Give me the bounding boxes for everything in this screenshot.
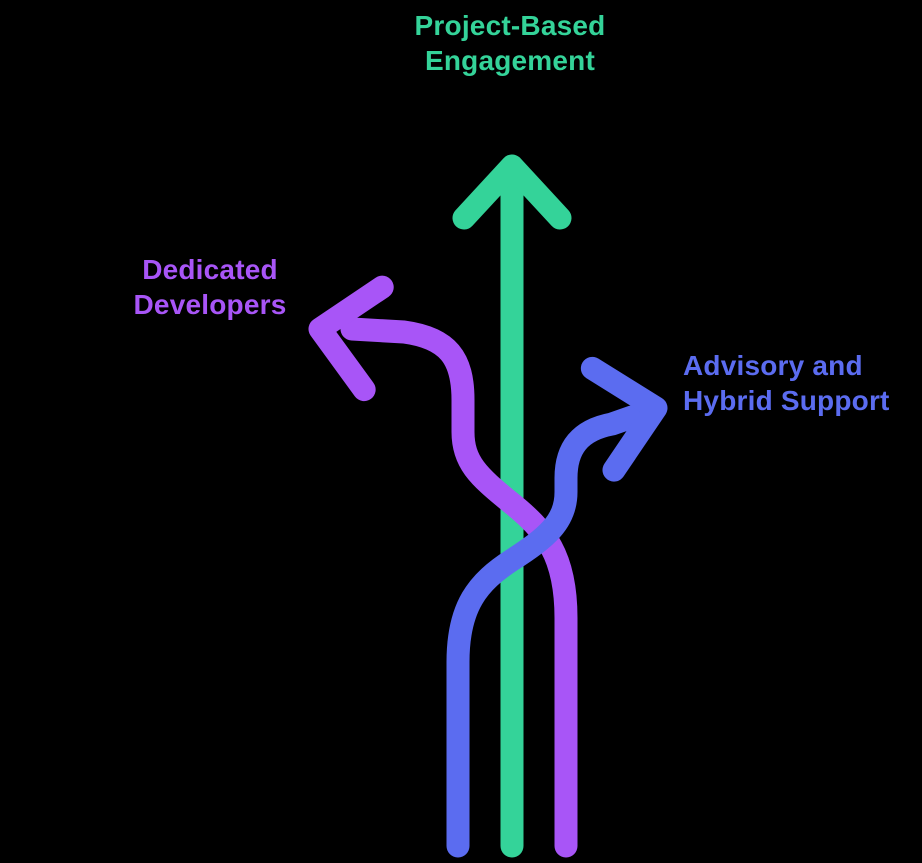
blue-arrow-shaft <box>446 405 644 858</box>
label-dedicated-developers-line2: Developers <box>133 289 287 320</box>
label-dedicated-developers: Dedicated Developers <box>134 252 287 322</box>
blue-arrow-head <box>580 356 668 482</box>
green-arrow-head <box>452 154 572 230</box>
label-project-based-engagement-line1: Project-Based <box>414 10 606 41</box>
arrow-up-left-icon <box>308 275 578 858</box>
label-advisory-hybrid-support: Advisory and Hybrid Support <box>683 348 890 418</box>
purple-arrow-shaft <box>340 317 578 858</box>
label-project-based-engagement: Project-Based Engagement <box>415 8 606 78</box>
label-project-based-engagement-line2: Engagement <box>424 45 596 76</box>
label-dedicated-developers-line1: Dedicated <box>142 254 278 285</box>
label-advisory-hybrid-support-line2: Hybrid Support <box>683 385 890 416</box>
label-advisory-hybrid-support-line1: Advisory and <box>683 350 863 381</box>
arrow-up-right-icon <box>446 356 668 858</box>
purple-arrow-head <box>308 275 394 402</box>
